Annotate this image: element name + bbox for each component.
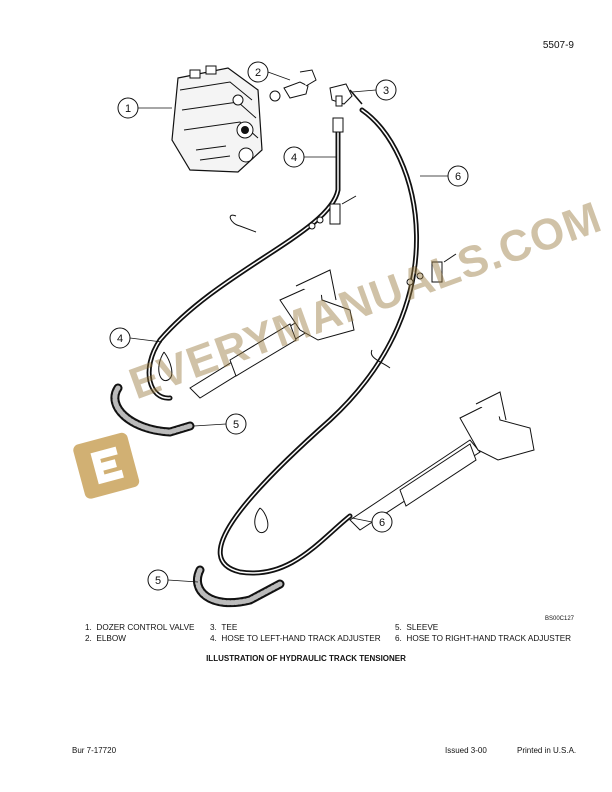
legend-column-2: 3. TEE 4. HOSE TO LEFT-HAND TRACK ADJUST…: [210, 622, 381, 644]
tee-drawing: [329, 83, 363, 107]
footer-issued: Issued 3-00: [445, 746, 487, 755]
left-track-adjuster-drawing: [189, 269, 355, 399]
legend-item: 2. ELBOW: [85, 634, 126, 643]
elbow-drawing: [269, 69, 317, 102]
callout-4: 4: [117, 333, 123, 345]
callout-5: 5: [233, 419, 239, 431]
legend-item: 1. DOZER CONTROL VALVE: [85, 623, 195, 632]
footer-printed: Printed in U.S.A.: [517, 746, 577, 755]
footer-document-number: Bur 7-17720: [72, 746, 117, 755]
legend-column-3: 5. SLEEVE 6. HOSE TO RIGHT-HAND TRACK AD…: [395, 622, 571, 644]
callout-2: 2: [255, 67, 261, 79]
right-track-adjuster-drawing: [349, 391, 535, 531]
callout-1: 1: [125, 103, 131, 115]
callout-6: 6: [379, 517, 385, 529]
callout-3: 3: [383, 85, 389, 97]
legend-item: 5. SLEEVE: [395, 623, 439, 632]
callout-6: 6: [455, 171, 461, 183]
legend-item: 3. TEE: [210, 623, 238, 632]
callout-4: 4: [291, 152, 297, 164]
figure-caption: ILLUSTRATION OF HYDRAULIC TRACK TENSIONE…: [206, 654, 406, 663]
legend-column-1: 1. DOZER CONTROL VALVE 2. ELBOW: [85, 622, 195, 644]
page-number: 5507-9: [542, 40, 574, 51]
dozer-control-valve-drawing: [171, 65, 263, 173]
figure-code: BS00C127: [545, 616, 575, 622]
legend-item: 6. HOSE TO RIGHT-HAND TRACK ADJUSTER: [395, 634, 572, 643]
legend-item: 4. HOSE TO LEFT-HAND TRACK ADJUSTER: [210, 634, 381, 643]
watermark-logo: [73, 432, 140, 499]
callout-5: 5: [155, 575, 161, 587]
